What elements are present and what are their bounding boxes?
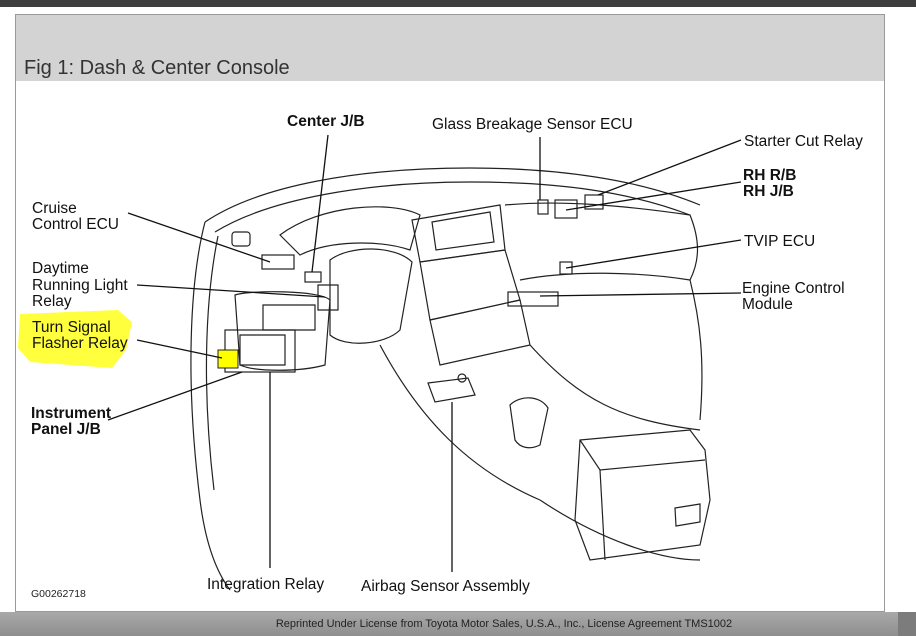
figure-frame: Fig 1: Dash & Center Console [15,14,885,612]
label-starter-cut: Starter Cut Relay [744,133,863,150]
top-bar [0,0,916,7]
figure-header: Fig 1: Dash & Center Console [16,15,884,81]
label-ipjb-1: Instrument [31,405,111,422]
label-ecm-1: Engine Control [742,280,845,297]
label-ecm-2: Module [742,296,793,313]
flasher-relay-part [217,349,239,369]
label-integration: Integration Relay [207,576,324,593]
dashboard-drawing [190,167,711,591]
label-tvip: TVIP ECU [744,233,815,250]
label-drl-2: Running Light [32,277,128,294]
scrollbar[interactable] [898,612,916,636]
leader-lines [107,134,742,572]
label-ipjb-2: Panel J/B [31,421,101,438]
label-turn-1: Turn Signal [32,319,111,336]
label-drl-3: Relay [32,293,72,310]
label-rh-jb: RH J/B [743,183,794,200]
label-cruise-2: Control ECU [32,216,119,233]
label-rh-rb: RH R/B [743,167,796,184]
license-footer: Reprinted Under License from Toyota Moto… [0,612,916,636]
figure-title: Fig 1: Dash & Center Console [24,57,290,79]
turn-signal-highlight [18,310,132,368]
label-cruise-1: Cruise [32,200,77,217]
label-turn-2: Flasher Relay [32,335,128,352]
label-center-jb: Center J/B [287,113,365,130]
label-glass-breakage: Glass Breakage Sensor ECU [432,116,633,133]
label-drl-1: Daytime [32,260,89,277]
label-airbag: Airbag Sensor Assembly [361,578,530,595]
figure-code: G00262718 [31,588,86,600]
